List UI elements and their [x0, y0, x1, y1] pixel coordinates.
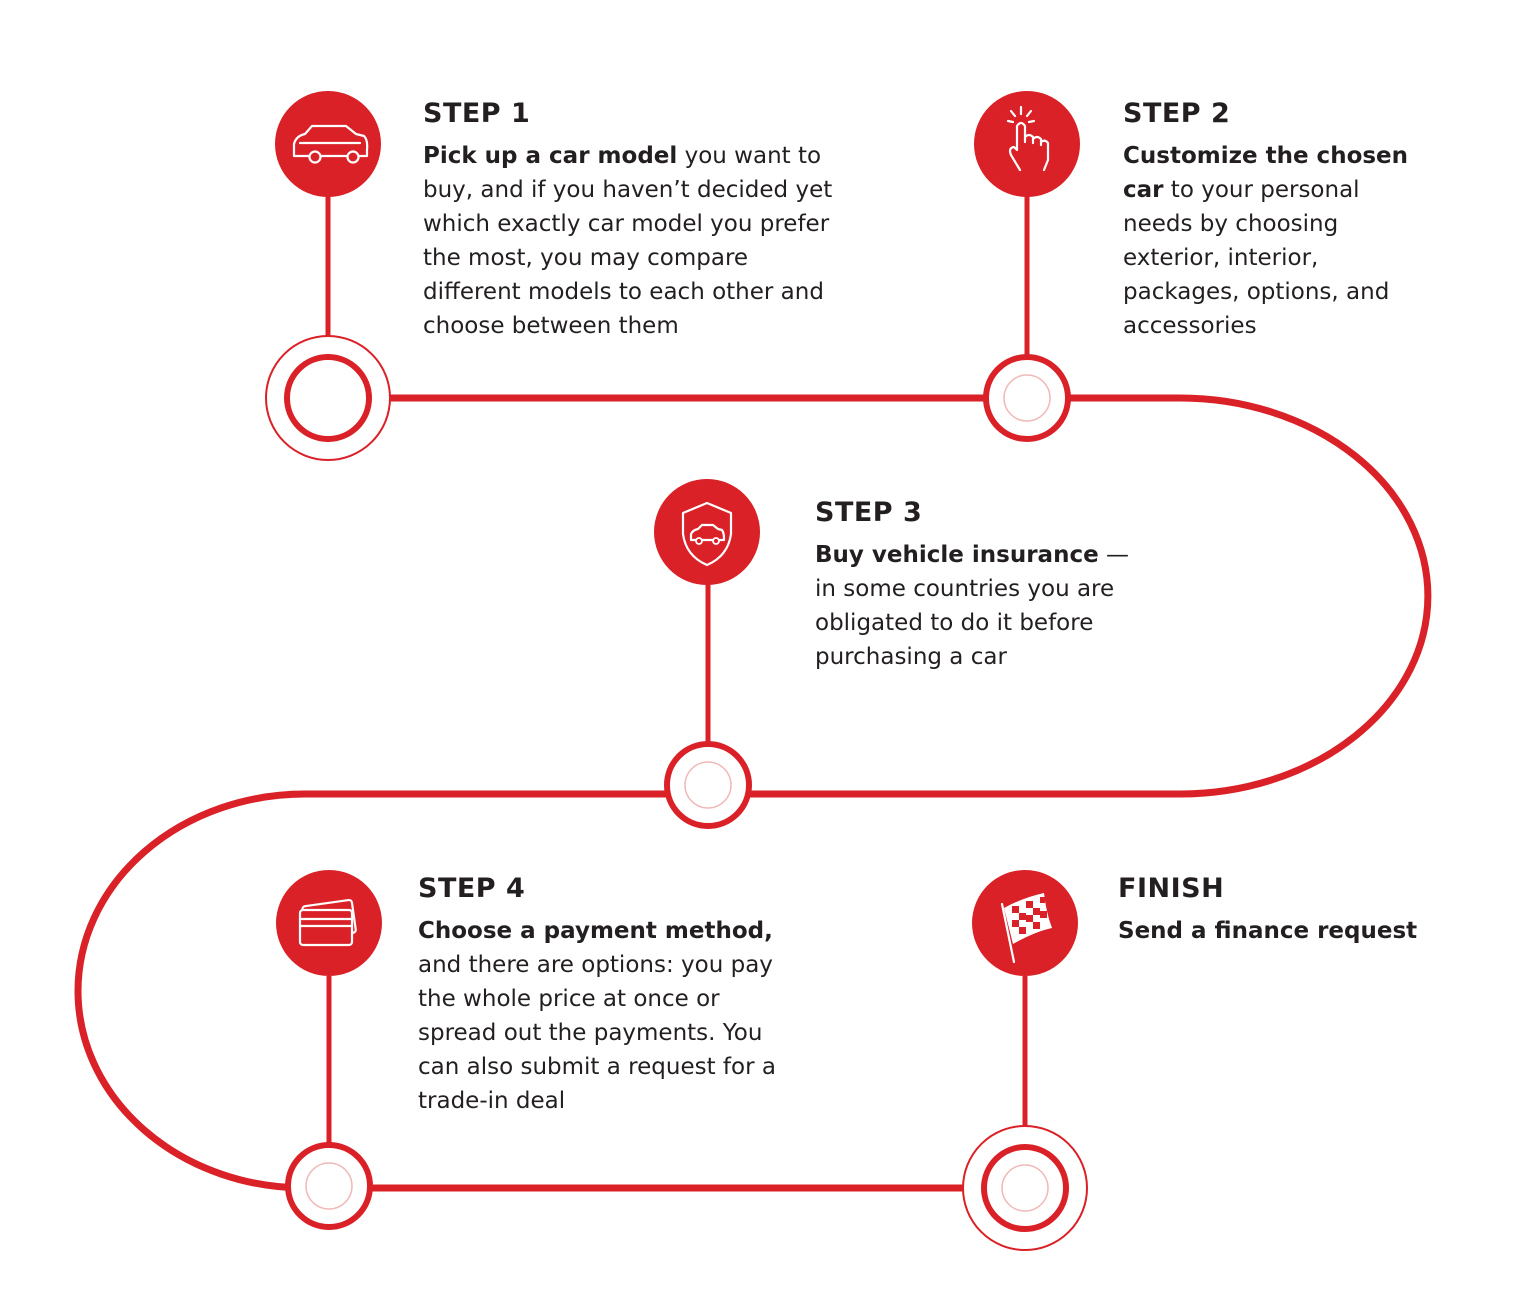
- milestone-step-3: [664, 741, 752, 829]
- step-1-lead: Pick up a car model: [423, 143, 678, 169]
- step-2-text: STEP 2 Customize the chosen car to your …: [1123, 98, 1423, 343]
- credit-card-icon: [276, 870, 382, 976]
- step-4-text: STEP 4 Choose a payment method, and ther…: [418, 873, 788, 1118]
- step-2-title: STEP 2: [1123, 98, 1231, 129]
- car-icon: [275, 91, 381, 197]
- step-4-rest: and there are options: you pay the whole…: [418, 952, 776, 1114]
- step-3-text: STEP 3 Buy vehicle insurance — in some c…: [815, 497, 1155, 674]
- step-3-title: STEP 3: [815, 497, 923, 528]
- step-4-title: STEP 4: [418, 873, 526, 904]
- step-3-rest: — in some countries you are obligated to…: [815, 542, 1129, 670]
- step-4-lead: Choose a payment method,: [418, 918, 773, 944]
- step-3-lead: Buy vehicle insurance: [815, 542, 1099, 568]
- milestone-step-1: [265, 335, 391, 461]
- step-1-rest: you want to buy, and if you haven’t deci…: [423, 143, 833, 339]
- step-1-text: STEP 1 Pick up a car model you want to b…: [423, 98, 843, 343]
- shield-car-icon: [654, 479, 760, 585]
- step-4-description: Choose a payment method, and there are o…: [418, 914, 788, 1118]
- milestone-finish: [962, 1125, 1088, 1251]
- finish-title: FINISH: [1118, 873, 1225, 904]
- checkered-flag-icon: [972, 870, 1078, 976]
- tap-hand-icon: [974, 91, 1080, 197]
- step-2-lead: Customize the chosen car: [1123, 143, 1409, 203]
- step-2-description: Customize the chosen car to your persona…: [1123, 139, 1423, 343]
- finish-description: Send a finance request: [1118, 914, 1448, 948]
- finish-text: FINISH Send a finance request: [1118, 873, 1448, 948]
- finish-lead: Send a finance request: [1118, 918, 1418, 944]
- step-1-title: STEP 1: [423, 98, 531, 129]
- step-3-description: Buy vehicle insurance — in some countrie…: [815, 538, 1155, 674]
- milestone-step-4: [285, 1142, 373, 1230]
- road-path: [74, 394, 1432, 1192]
- milestone-step-2: [983, 354, 1071, 442]
- step-2-rest: to your personal needs by choosing exter…: [1123, 177, 1390, 339]
- step-1-description: Pick up a car model you want to buy, and…: [423, 139, 843, 343]
